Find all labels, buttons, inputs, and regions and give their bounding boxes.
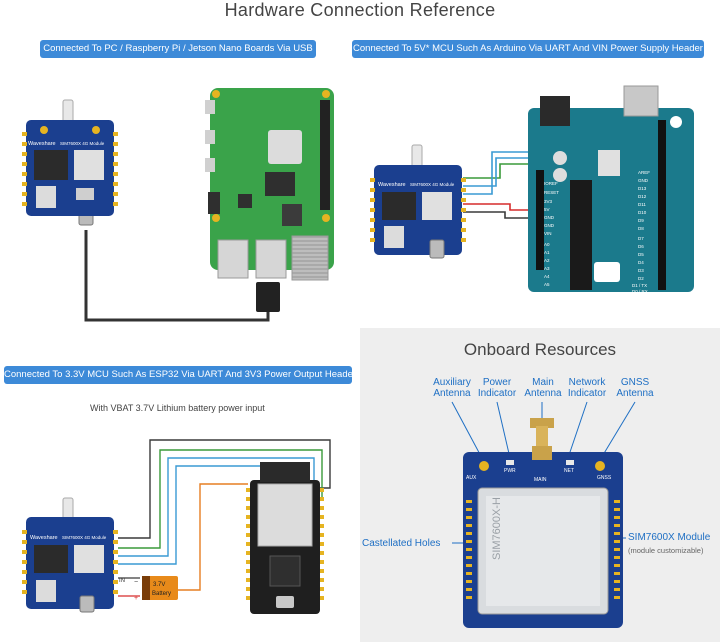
battery-label: Battery [152,591,171,597]
label-network-indicator: Network Indicator [567,377,607,399]
svg-text:D4: D4 [638,260,644,265]
battery-note: With VBAT 3.7V Lithium battery power inp… [90,403,265,413]
silk-aux: AUX [466,475,477,481]
svg-text:D12: D12 [638,194,647,199]
svg-text:A1: A1 [544,250,550,255]
arduino-left-pin-labels: IOREF RESET 3V3 5V GND GND VIN A0 A1 A2 … [544,181,559,287]
svg-text:A4: A4 [544,274,550,279]
uart3v3-section-label: Connected To 3.3V MCU Such As ESP32 Via … [4,366,356,384]
svg-text:3V3: 3V3 [544,199,553,204]
label-auxiliary-antenna: Auxiliary Antenna [433,377,471,399]
silk-main: MAIN [534,477,547,483]
svg-text:VIN: VIN [544,231,552,236]
label-castellated-holes: Castellated Holes [362,538,441,549]
svg-text:A5: A5 [544,282,550,287]
svg-text:D0 / RX: D0 / RX [632,289,648,294]
svg-text:AREF: AREF [638,170,650,175]
onboard-module [463,418,623,628]
svg-text:RESET: RESET [544,190,559,195]
sim-module-arduino [370,144,466,259]
svg-text:A2: A2 [544,258,550,263]
module-name: SIM7600X 4G Module [60,141,105,146]
svg-text:IOREF: IOREF [544,181,558,186]
arduino-board [528,85,694,292]
module-brand: Waveshare [28,141,56,147]
battery-minus: − [134,579,138,586]
svg-text:D1 / TX: D1 / TX [632,283,647,288]
label-gnss-antenna: GNSS Antenna [616,377,654,399]
svg-text:D3: D3 [638,268,644,273]
svg-text:D8: D8 [638,226,644,231]
module-brand-2: Waveshare [378,182,406,188]
svg-text:GND: GND [544,223,555,228]
battery-in-label: IN [119,578,125,584]
svg-text:D11: D11 [638,202,646,207]
svg-text:GND: GND [638,178,649,183]
silk-gnss: GNSS [597,475,612,481]
svg-text:A0: A0 [544,242,550,247]
sim-module-esp32 [22,497,118,613]
module-name-2: SIM7600X 4G Module [410,182,455,187]
battery-voltage: 3.7V [153,582,165,588]
label-power-indicator: Power Indicator [477,377,517,399]
onboard-resources-title: Onboard Resources [463,340,617,359]
chip-marking: SIM7600X-H [491,497,503,560]
svg-text:A3: A3 [544,266,550,271]
svg-text:D7: D7 [638,236,644,241]
usb-section-label: Connected To PC / Raspberry Pi / Jetson … [40,40,316,58]
sim-module-usb [22,99,118,216]
silk-pwr: PWR [504,468,516,474]
raspberry-pi-board [205,88,334,281]
battery-plus: + [134,595,138,602]
svg-text:D6: D6 [638,244,644,249]
esp32-wires [118,439,331,597]
silk-net: NET [564,468,574,474]
svg-text:D10: D10 [638,210,647,215]
module-brand-3: Waveshare [30,535,58,541]
label-module-note: (module customizable) [628,546,704,555]
page-title: Hardware Connection Reference [224,0,496,20]
arduino-right-pin-labels: AREF GND D13 D12 D11 D10 D9 D8 D7 D6 D5 … [632,170,650,294]
uart5v-section-label: Connected To 5V* MCU Such As Arduino Via… [352,40,704,58]
onboard-silkscreen: AUX PWR MAIN NET GNSS [466,468,612,483]
svg-text:D9: D9 [638,218,644,223]
svg-text:5V: 5V [544,207,550,212]
battery [142,576,178,600]
svg-text:D13: D13 [638,186,647,191]
label-sim-module: SIM7600X Module [628,532,711,543]
svg-text:GND: GND [544,215,555,220]
esp32-board [246,462,324,614]
module-name-3: SIM7600X 4G Module [62,535,107,540]
svg-text:D5: D5 [638,252,644,257]
svg-text:D2: D2 [638,276,644,281]
label-main-antenna: Main Antenna [524,377,562,399]
